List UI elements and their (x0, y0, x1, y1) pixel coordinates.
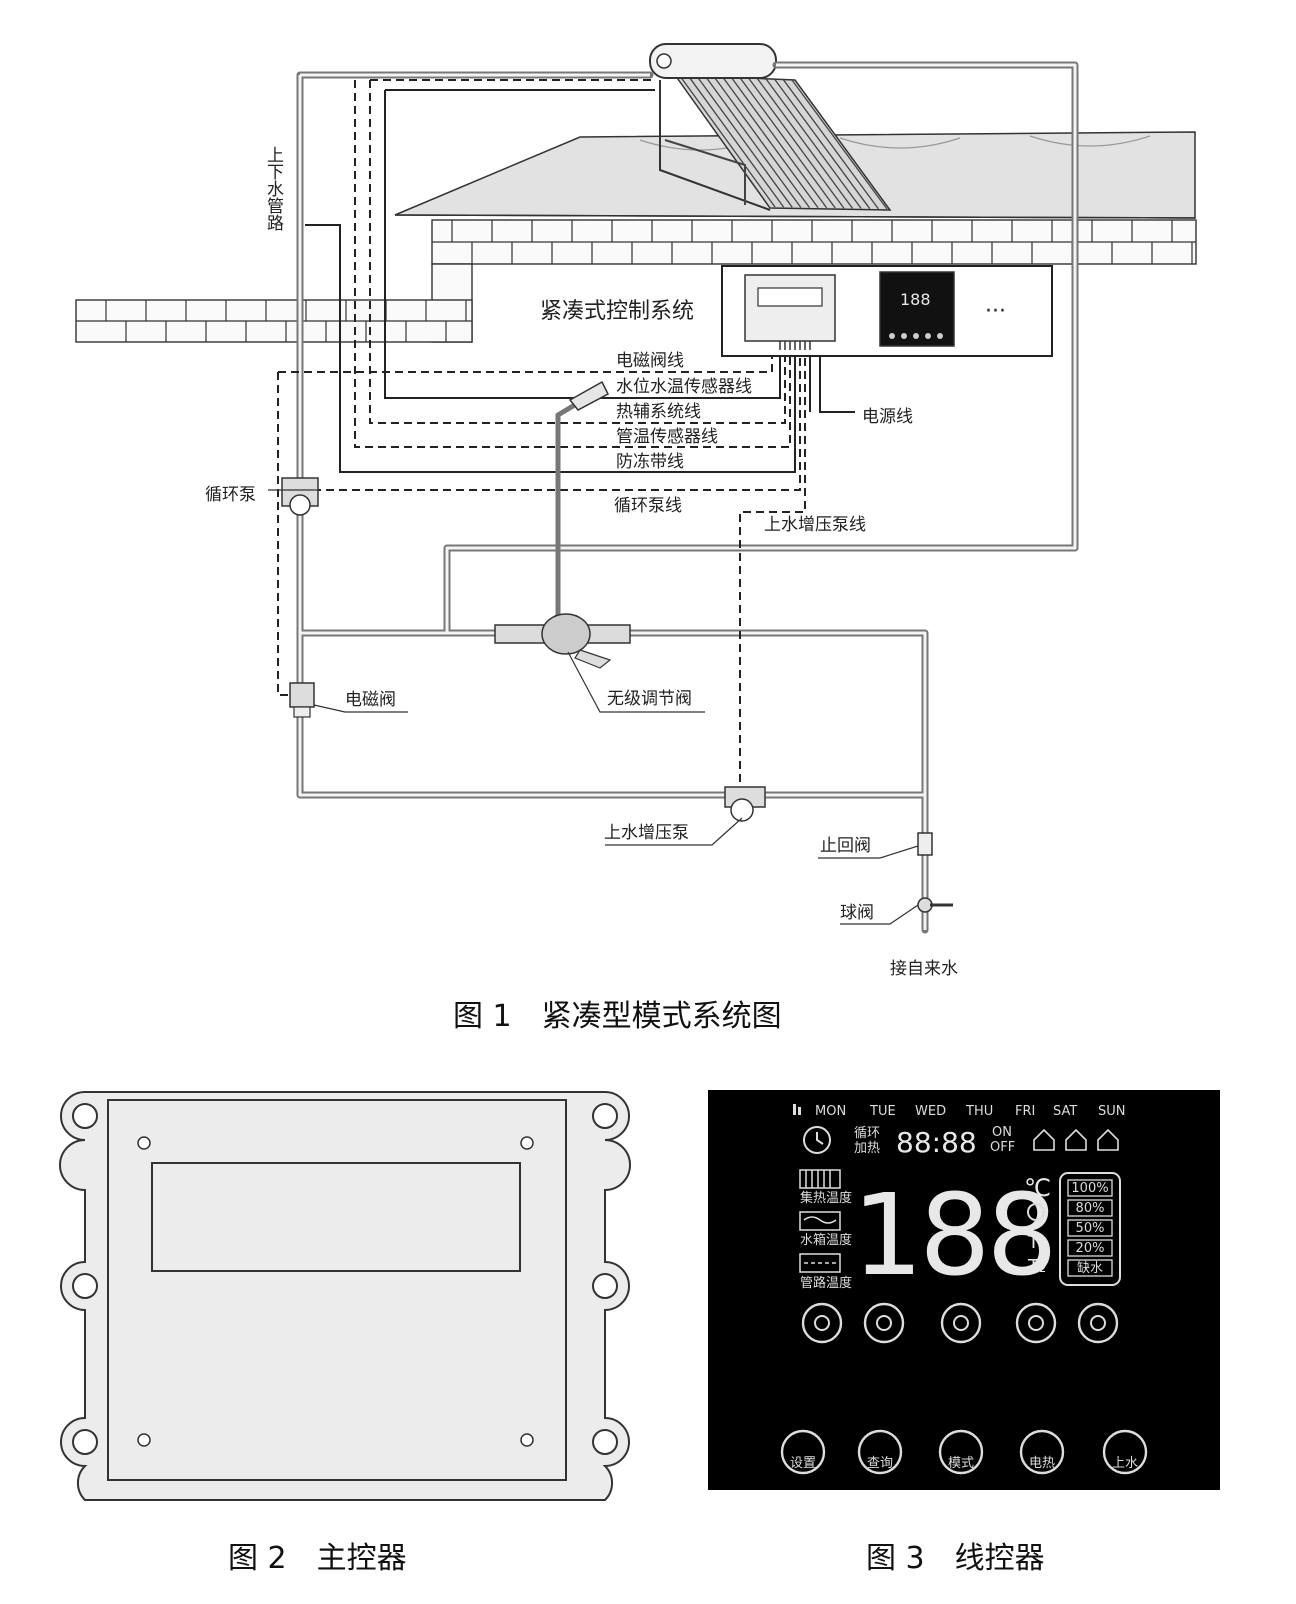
figure-2-caption: 图 2 主控器 (228, 1541, 407, 1576)
heart-icon-core (876, 1315, 892, 1331)
weekday-label: MON (815, 1104, 846, 1119)
on-label: ON (992, 1125, 1012, 1140)
query-button[interactable] (857, 1429, 903, 1475)
circ-pump-label: 循环泵 (205, 485, 256, 505)
electric-heat-button[interactable] (1019, 1429, 1065, 1475)
recycle-icon-core (814, 1315, 830, 1331)
control-system-box: 188 (721, 265, 1053, 357)
weekday-label: WED (915, 1104, 946, 1119)
shower-head-icon (555, 380, 609, 622)
heat-label: 加热 (854, 1141, 880, 1156)
tap-water-label: 接自来水 (890, 959, 958, 979)
fan-icon (1077, 1302, 1119, 1344)
unit-celsius: ℃ (1024, 1174, 1051, 1202)
house-icon (1033, 1128, 1119, 1151)
ellipsis-label: ··· (985, 299, 1006, 324)
figure-1: 188 上下水管路 紧凑式控制系统 ··· 电磁阀线 水位水温传感器线 热辅系统… (75, 43, 1197, 1034)
heart-icon (863, 1302, 905, 1344)
leader-lines (268, 489, 919, 925)
sun-icon (1027, 1203, 1045, 1221)
level-segment (1067, 1239, 1113, 1257)
brick-wall-upper (431, 219, 1197, 343)
clock-icon (803, 1126, 831, 1154)
brick-wall-left (75, 299, 473, 343)
aux-heat-wire-label: 热辅系统线 (616, 402, 701, 422)
t1-label: T₁ (1027, 1232, 1046, 1253)
level-label: 20% (1076, 1241, 1105, 1256)
level-label: 100% (1071, 1181, 1108, 1196)
check-valve-label: 止回阀 (820, 836, 871, 856)
weekday-label: TUE (869, 1104, 896, 1119)
antifreeze-wire-label: 防冻带线 (616, 452, 684, 472)
fan-icon-core (1090, 1315, 1106, 1331)
ball-valve-label: 球阀 (840, 903, 874, 923)
pipe-temp-wire-label: 管温传感器线 (616, 427, 718, 447)
solenoid-valve-icon (289, 682, 315, 718)
circ-pump-wire-label: 循环泵线 (614, 496, 682, 516)
sensor-collector-label: 集热温度 (800, 1190, 852, 1206)
stepless-valve-icon (494, 613, 631, 669)
water-fill-button-label: 上水 (1112, 1456, 1138, 1471)
power-wire-label: 电源线 (862, 407, 913, 427)
control-system-label: 紧凑式控制系统 (540, 299, 694, 324)
function-icons (801, 1302, 1119, 1344)
pipe-route-label: 上下水管路 (263, 146, 284, 231)
weekday-label: SUN (1098, 1104, 1126, 1119)
ball-valve-icon (917, 897, 953, 913)
t2-label: T₂ (1027, 1256, 1046, 1277)
query-button-label: 查询 (867, 1456, 893, 1471)
pump-icon-core (953, 1315, 969, 1331)
mode-button[interactable] (938, 1429, 984, 1475)
booster-pump-icon (724, 786, 766, 822)
mode-button-label: 模式 (948, 1456, 974, 1471)
sensor-pipe-label: 管路温度 (800, 1275, 852, 1291)
wired-controller-panel: MON TUE WED THU FRI SAT SUN 循环 加热 88:88 ON OFF… (708, 1090, 1220, 1576)
level-label: 缺水 (1077, 1261, 1103, 1276)
settings-button-label: 设置 (790, 1456, 816, 1471)
pump-icon (940, 1302, 982, 1344)
weekday-label: SAT (1053, 1104, 1077, 1119)
main-controller: 图 2 主控器 (59, 1091, 631, 1576)
recycle-icon (801, 1302, 843, 1344)
weekday-row: MON TUE WED THU FRI SAT SUN (815, 1104, 1126, 1119)
signal-icon (793, 1104, 801, 1115)
button-row: 设置 查询 模式 电热 上水 (780, 1429, 1148, 1475)
water-level-gauge: 100% 80% 50% 20% 缺水 (1059, 1172, 1121, 1286)
sensor-tank-label: 水箱温度 (800, 1232, 852, 1248)
water-pipes (296, 61, 1079, 934)
level-segment (1067, 1219, 1113, 1237)
weekday-label: THU (965, 1104, 993, 1119)
figure-1-caption: 图 1 紧凑型模式系统图 (453, 999, 782, 1034)
figure-3-caption: 图 3 线控器 (866, 1541, 1045, 1576)
weekday-label: FRI (1015, 1104, 1035, 1119)
off-label: OFF (990, 1140, 1015, 1155)
booster-pump-label: 上水增压泵 (604, 823, 689, 843)
water-fill-button[interactable] (1102, 1429, 1148, 1475)
loop-label: 循环 (854, 1126, 880, 1141)
time-display: 88:88 (896, 1126, 977, 1159)
circulation-pump-icon (281, 477, 319, 516)
sensor-icons (799, 1169, 841, 1273)
level-segment (1067, 1199, 1113, 1217)
heater-icon-core (1028, 1315, 1044, 1331)
booster-wire-label: 上水增压泵线 (764, 515, 866, 535)
level-segment (1067, 1179, 1113, 1197)
solar-water-heater (649, 43, 892, 211)
level-label: 50% (1076, 1221, 1105, 1236)
stepless-valve-label: 无级调节阀 (607, 689, 692, 709)
level-label: 80% (1076, 1201, 1105, 1216)
electric-heat-button-label: 电热 (1029, 1456, 1055, 1471)
check-valve-icon (917, 832, 933, 856)
svg-text:188: 188 (900, 290, 931, 309)
level-segment (1067, 1259, 1113, 1277)
sensor-wire-label: 水位水温传感器线 (616, 377, 752, 397)
heater-icon (1015, 1302, 1057, 1344)
solenoid-wire-label: 电磁阀线 (616, 351, 684, 371)
big-temperature-display: 188 (852, 1171, 1054, 1301)
settings-button[interactable] (780, 1429, 826, 1475)
solenoid-valve-label: 电磁阀 (345, 690, 396, 710)
